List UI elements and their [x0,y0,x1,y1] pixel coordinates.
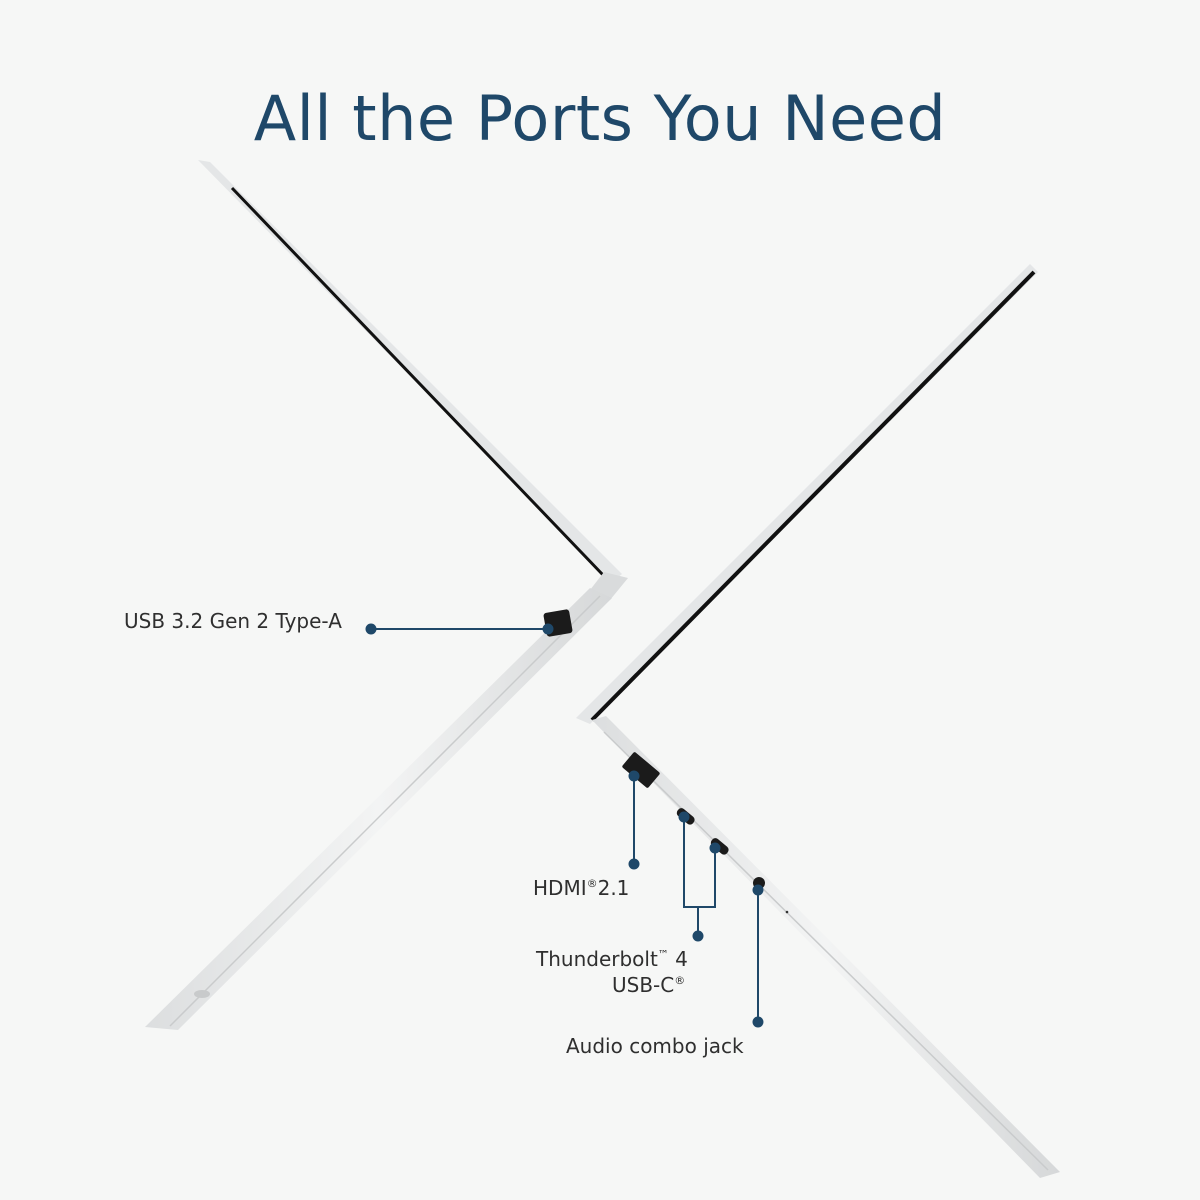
hdmi-registered-mark: ® [586,877,598,890]
left-laptop-lid [198,160,622,582]
page-title: All the Ports You Need [253,82,947,155]
hdmi-name: HDMI [533,876,587,900]
left-laptop-base [145,588,612,1030]
hdmi-version: 2.1 [597,876,630,900]
right-laptop-screen-edge [590,270,1036,722]
thunderbolt-callout-bracket [683,817,716,908]
left-laptop-foot [194,990,210,998]
usb-a-callout-dot [365,623,377,635]
audio-jack-label: Audio combo jack [566,1034,744,1058]
thunderbolt-callout-dot [692,930,704,942]
right-laptop [576,264,1060,1178]
callouts [365,623,764,1028]
usb-c-label: USB-C® [612,973,685,997]
usb-c-registered-mark: ® [674,974,686,987]
right-laptop-base [592,716,1060,1178]
right-laptop-lid [576,264,1038,724]
thunderbolt-name: Thunderbolt [536,947,658,971]
usb-c-name: USB-C [612,973,675,997]
audio-callout-dot [752,1016,764,1028]
usb-a-label: USB 3.2 Gen 2 Type-A [124,609,342,633]
left-laptop-screen-edge [230,186,606,578]
thunderbolt-label: Thunderbolt™ 4 [536,947,688,971]
thunderbolt-trademark: ™ [657,948,669,961]
thunderbolt-version: 4 [668,947,688,971]
hdmi-callout-dot [628,858,640,870]
hdmi-label: HDMI®2.1 [533,876,629,900]
left-laptop [145,160,628,1030]
hdmi-port [622,752,660,788]
